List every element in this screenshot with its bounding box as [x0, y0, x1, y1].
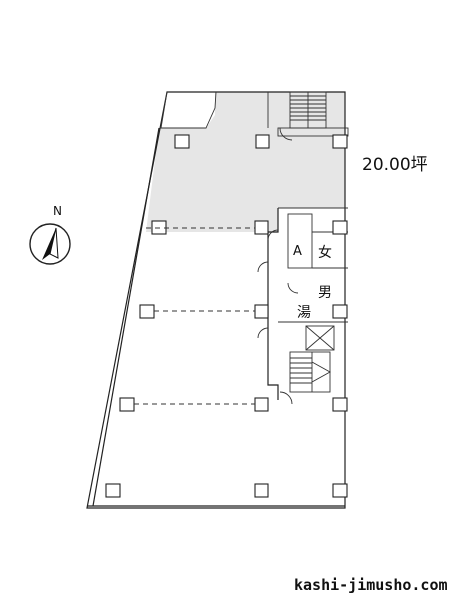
storage-label: A [293, 244, 302, 259]
column [254, 483, 269, 498]
area-label: 20.00坪 [362, 155, 428, 175]
mens-toilet-label: 男 [318, 285, 332, 301]
column [332, 220, 348, 235]
column [255, 134, 270, 149]
column [254, 397, 269, 412]
column [174, 134, 190, 149]
column [332, 134, 348, 149]
site-url: kashi-jimusho.com [294, 576, 448, 594]
stair-upper [277, 91, 349, 141]
service-core [257, 207, 348, 400]
north-compass-icon [29, 223, 71, 265]
column [332, 397, 348, 412]
womens-toilet-label: 女 [318, 244, 332, 261]
kitchenette-label: 湯 [297, 304, 311, 321]
column [119, 397, 135, 412]
column [139, 304, 155, 319]
building-outline [86, 91, 346, 509]
column [332, 483, 348, 498]
column [254, 304, 269, 319]
outer-wall-thick-left [92, 127, 160, 507]
north-label: N [53, 204, 62, 218]
column [332, 304, 348, 319]
elevator-icon [305, 325, 335, 351]
stair-lower [279, 351, 331, 405]
leased-area-highlight [146, 92, 345, 232]
column [105, 483, 121, 498]
top-notch-wall [160, 91, 217, 129]
column [254, 220, 269, 235]
